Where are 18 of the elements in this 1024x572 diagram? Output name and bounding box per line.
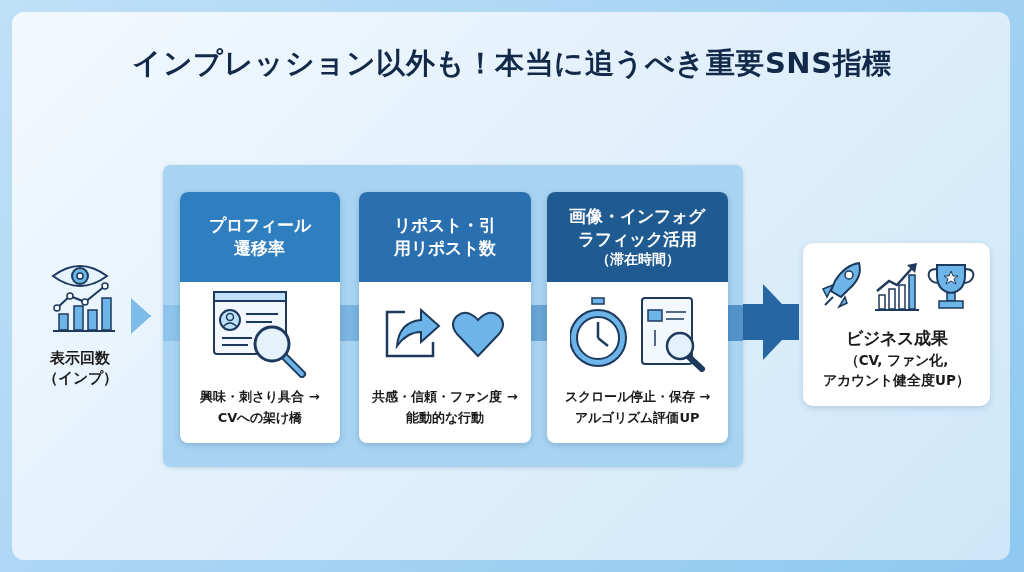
metric-card bbox=[359, 192, 531, 443]
result-card bbox=[803, 243, 990, 406]
card-heading: 画像・インフォグラフィック活用 bbox=[568, 204, 707, 251]
metrics-panel bbox=[163, 165, 743, 467]
card-subheading: （滞在時間） bbox=[595, 250, 680, 270]
card-description: スクロール停止・保存 → アルゴリズム評価UP bbox=[563, 388, 712, 428]
card-heading: プロフィール遷移率 bbox=[208, 214, 313, 260]
metric-card bbox=[547, 192, 728, 443]
arrow bbox=[131, 298, 152, 334]
card-description: 共感・信頼・ファン度 → 能動的な行動 bbox=[371, 388, 519, 428]
card-heading: リポスト・引用リポスト数 bbox=[393, 214, 497, 260]
arrow bbox=[743, 284, 799, 360]
result-title: ビジネス成果 bbox=[844, 327, 949, 350]
title: インプレッション以外も！本当に追うべき重要SNS指標 bbox=[131, 45, 893, 82]
card-description: 興味・刺さり具合 → CVへの架け橋 bbox=[199, 388, 321, 428]
node-label: 表示回数（インプ） bbox=[42, 348, 118, 389]
result-description: （CV, ファン化, アカウント健全度UP） bbox=[822, 351, 971, 390]
metric-card bbox=[180, 192, 340, 443]
